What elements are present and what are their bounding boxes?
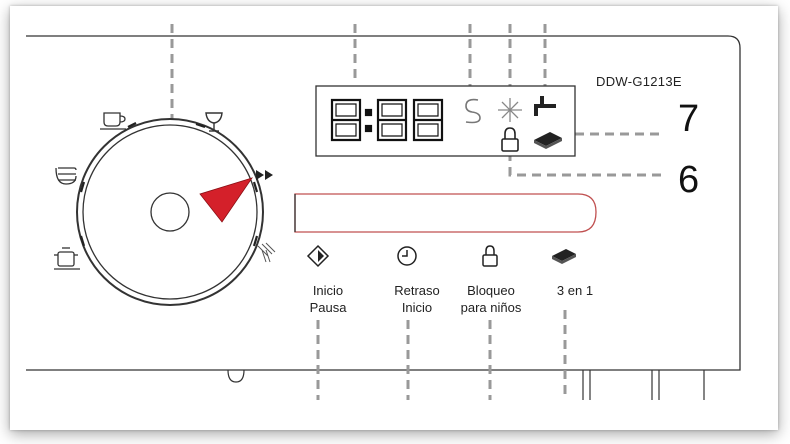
glass-icon [205, 112, 223, 132]
fast-forward-icon [256, 170, 273, 180]
label-line: 3 en 1 [556, 283, 594, 298]
label-line: Inicio [312, 283, 344, 298]
shower-icon [257, 242, 276, 263]
plates-icon [55, 167, 77, 185]
callout-6: 6 [678, 159, 700, 201]
tablet-icon[interactable] [552, 249, 576, 264]
callout-7: 7 [678, 98, 700, 140]
lock-icon [501, 127, 519, 152]
display-digits [330, 98, 444, 142]
lock-icon[interactable] [482, 245, 498, 267]
panel-outline [26, 35, 741, 371]
label-line: Pausa [309, 300, 347, 315]
label-line: Inicio [401, 300, 433, 315]
model-number: DDW-G1213E [596, 74, 682, 89]
pot-icon [54, 247, 80, 270]
label-line: para niños [460, 300, 522, 315]
panel-notch [227, 369, 245, 383]
label-line: Retraso [394, 283, 440, 298]
program-strip [294, 193, 597, 233]
sparkle-icon [498, 98, 522, 122]
button-label-start[interactable]: Inicio Pausa [298, 282, 358, 316]
label-line: Bloqueo [467, 283, 515, 298]
start-icon[interactable] [306, 244, 330, 268]
knob-ticks [79, 122, 259, 247]
knob-pointer [199, 177, 253, 223]
button-label-3in1[interactable]: 3 en 1 [540, 282, 610, 299]
cup-icon [100, 112, 126, 130]
program-knob[interactable] [76, 118, 264, 306]
diagram-frame: DDW-G1213E 7 6 Inicio Pausa Retraso Inic… [10, 6, 778, 430]
tablet-icon [534, 132, 562, 149]
faucet-icon [534, 96, 556, 116]
recycle-s-icon [465, 98, 481, 124]
clock-icon[interactable] [397, 246, 417, 266]
panel-drawing [26, 24, 741, 400]
button-label-delay[interactable]: Retraso Inicio [377, 282, 457, 316]
button-label-child-lock[interactable]: Bloqueo para niños [446, 282, 536, 316]
